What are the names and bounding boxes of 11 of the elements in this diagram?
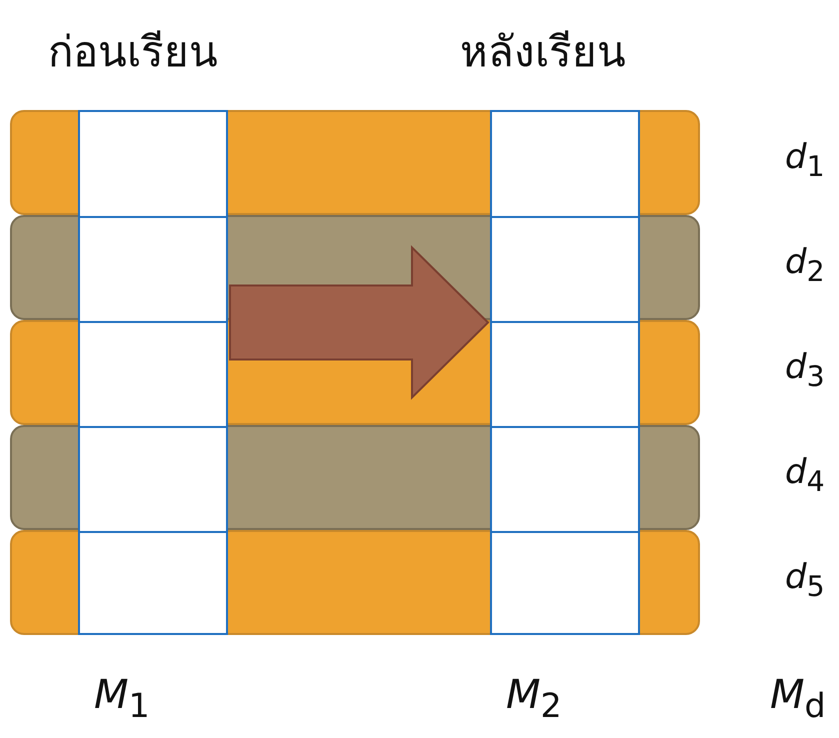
row-label: d$_{2}$ <box>785 242 825 288</box>
row-label: d$_{3}$ <box>785 346 825 392</box>
block-arrow <box>229 245 490 400</box>
axis-label: M$_{d}$ <box>770 672 826 725</box>
row-label: d$_{4}$ <box>785 452 825 498</box>
column-heading: ก่อนเรียน <box>48 26 218 78</box>
row-label: d$_{1}$ <box>785 136 825 182</box>
column-label: M$_{1}$ <box>94 672 150 725</box>
column-label: M$_{2}$ <box>506 672 562 725</box>
column-heading: หลังเรียน <box>460 26 626 78</box>
row-label: d$_{5}$ <box>785 556 825 602</box>
